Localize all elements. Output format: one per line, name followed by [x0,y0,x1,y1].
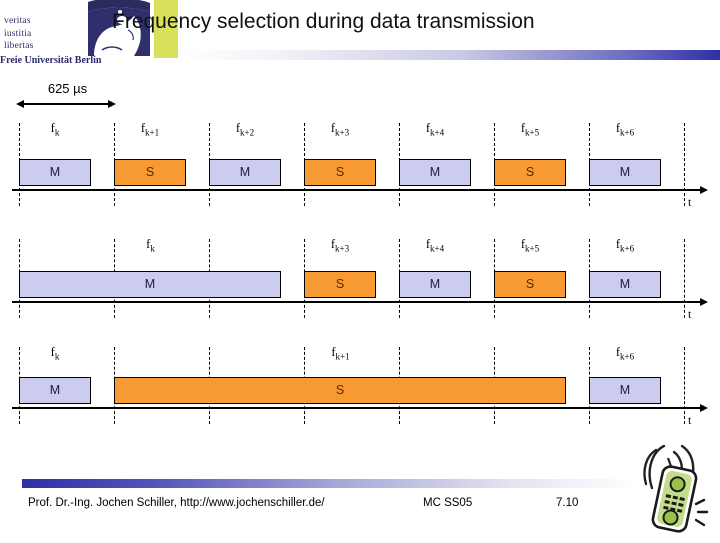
time-axis-label: t [688,413,692,427]
master-slot-block[interactable]: M [589,271,661,298]
time-axis [12,189,700,191]
time-axis [12,407,700,409]
slot-gridline [684,347,685,424]
footer-course: MC SS05 [423,497,473,509]
header-divider [182,50,720,60]
frequency-label: fk+6 [589,345,661,362]
frequency-label: fk [19,237,282,254]
master-slot-block[interactable]: M [399,271,471,298]
master-slot-block[interactable]: M [209,159,281,186]
slot-duration-arrow-right [108,100,116,108]
frequency-label-base: f [615,121,621,135]
slot-gridline [684,239,685,318]
frequency-label-index: k+6 [620,351,635,362]
master-slot-block[interactable]: M [589,159,661,186]
frequency-label: fk+3 [304,121,376,138]
frequency-label-base: f [235,121,241,135]
frequency-label: fk+1 [114,345,567,362]
university-seal-icon [82,0,154,58]
frequency-label-base: f [425,121,431,135]
university-logo: veritas iustitia libertas Freie Universi… [0,0,184,66]
frequency-label-index: k+3 [335,127,350,138]
frequency-label-index: k+4 [430,243,445,254]
frequency-label: fk+3 [304,237,376,254]
slot-duration-label: 625 µs [47,81,88,96]
time-axis-arrowhead [700,404,708,412]
frequency-label-index: k+1 [335,351,350,362]
frequency-label: fk+1 [114,121,186,138]
frequency-label-index: k [54,127,60,138]
frequency-label: fk+2 [209,121,281,138]
frequency-label-index: k+3 [335,243,350,254]
frequency-label: fk [19,121,91,138]
slave-slot-block[interactable]: S [114,377,566,404]
frequency-label: fk+4 [399,121,471,138]
slot-duration-arrow-left [16,100,24,108]
slave-slot-block[interactable]: S [304,271,376,298]
frequency-label-base: f [615,237,621,251]
mobile-phone-with-signal-icon [612,436,716,538]
logo-motto: veritas iustitia libertas [4,15,82,53]
frequency-label: fk+4 [399,237,471,254]
slave-slot-block[interactable]: S [494,159,566,186]
slot-duration-arrow-line [22,103,112,105]
frequency-label: fk+5 [494,237,566,254]
time-axis-label: t [688,307,692,321]
frequency-label-index: k [54,351,60,362]
frequency-label-index: k [150,243,155,254]
logo-motto-line-3: libertas [4,41,34,51]
footer-page-number: 7.10 [556,497,579,509]
page-title: Frequency selection during data transmis… [112,10,535,33]
frequency-label-base: f [330,121,336,135]
frequency-label: fk+5 [494,121,566,138]
frequency-label-index: k+1 [145,127,160,138]
logo-motto-line-1: veritas [4,16,31,26]
slave-slot-block[interactable]: S [114,159,186,186]
frequency-label: fk+6 [589,121,661,138]
frequency-label-base: f [50,345,55,359]
master-slot-block[interactable]: M [589,377,661,404]
frequency-label-index: k+5 [525,243,540,254]
slave-slot-block[interactable]: S [304,159,376,186]
frequency-label-base: f [425,237,431,251]
frequency-label-index: k+5 [525,127,540,138]
master-slot-block[interactable]: M [19,271,281,298]
footer-author: Prof. Dr.-Ing. Jochen Schiller, http://w… [28,497,325,509]
time-axis-arrowhead [700,186,708,194]
university-name: Freie Universität Berlin [0,55,102,66]
footer-divider [22,479,636,488]
time-axis-arrowhead [700,298,708,306]
frequency-label-base: f [615,345,621,359]
master-slot-block[interactable]: M [399,159,471,186]
logo-accent-stripe [154,0,178,58]
frequency-label: fk [19,345,91,362]
frequency-label-base: f [140,121,146,135]
time-axis [12,301,700,303]
frequency-label-base: f [520,237,526,251]
frequency-label: fk+6 [589,237,661,254]
frequency-label-base: f [330,237,336,251]
master-slot-block[interactable]: M [19,159,91,186]
frequency-label-index: k+4 [430,127,445,138]
slot-gridline [684,123,685,206]
frequency-label-base: f [331,345,336,359]
slave-slot-block[interactable]: S [494,271,566,298]
frequency-label-base: f [520,121,526,135]
frequency-label-base: f [146,237,151,251]
frequency-label-index: k+2 [240,127,255,138]
frequency-label-index: k+6 [620,127,635,138]
frequency-label-base: f [50,121,55,135]
time-axis-label: t [688,195,692,209]
logo-motto-line-2: iustitia [4,28,32,39]
master-slot-block[interactable]: M [19,377,91,404]
frequency-label-index: k+6 [620,243,635,254]
